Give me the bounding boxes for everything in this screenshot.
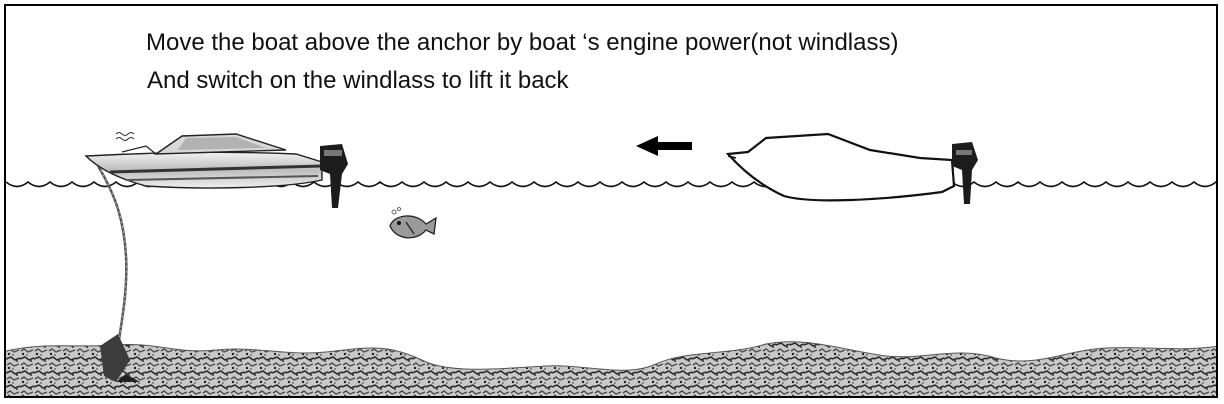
caption-line-2: And switch on the windlass to lift it ba… [147, 67, 569, 94]
fish-icon [389, 207, 437, 239]
anchor-icon [100, 334, 140, 382]
left-arrow-icon [636, 136, 692, 156]
scene [6, 132, 1216, 396]
motorboat-icon [84, 132, 348, 208]
caption-line-1: Move the boat above the anchor by boat ‘… [146, 29, 899, 56]
motorboat-outline-icon [725, 132, 978, 204]
anchor-rope [96, 165, 128, 359]
diagram-frame: Move the boat above the anchor by boat ‘… [4, 4, 1218, 398]
seabed [6, 341, 1216, 396]
